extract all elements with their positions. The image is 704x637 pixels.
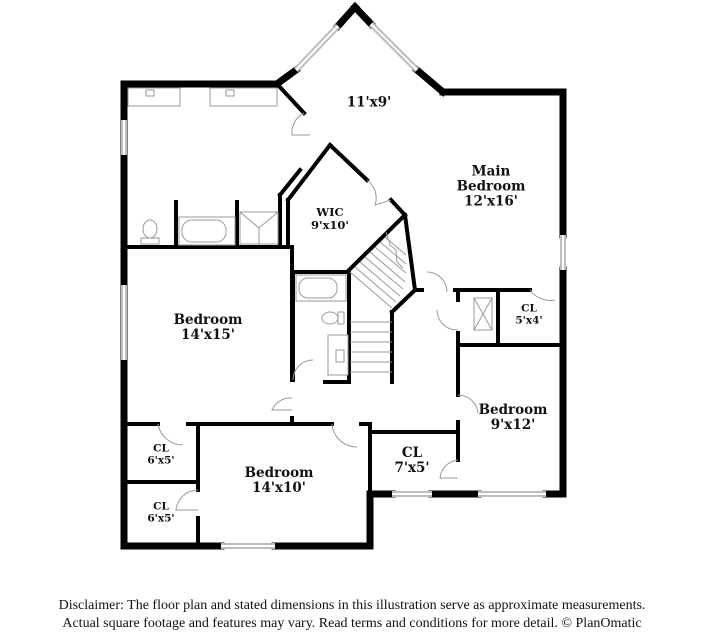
room-dimensions: 5'x4' [515, 314, 543, 326]
room-name: WIC [316, 205, 344, 220]
room-label-closet-lower: CL 6'x5' [147, 500, 175, 525]
room-label-bedroom-2: Bedroom 14'x15' [173, 311, 243, 343]
interior-walls [122, 81, 565, 548]
room-name: CL [401, 444, 423, 461]
room-dimensions: 14'x10' [252, 480, 306, 496]
room-name: Bedroom [244, 464, 314, 481]
staircase [349, 231, 407, 373]
room-name: Bedroom [173, 311, 243, 328]
windows [121, 21, 566, 549]
room-name: CL [521, 302, 537, 315]
room-name-line1: Main [471, 163, 511, 180]
room-dimensions: 11'x9' [346, 94, 392, 111]
room-name: CL [153, 442, 169, 455]
room-dimensions: 7'x5' [394, 460, 430, 476]
room-label-closet-main: CL 5'x4' [515, 302, 543, 327]
room-dimensions: 6'x5' [147, 512, 175, 524]
room-dimensions: 9'x10' [311, 218, 349, 232]
room-label-sitting: 11'x9' [347, 95, 392, 110]
room-dimensions: 12'x16' [464, 193, 518, 210]
room-dimensions: 14'x15' [181, 327, 235, 343]
room-label-closet-hall: CL 7'x5' [394, 444, 430, 476]
floor-plan-drawing [120, 2, 567, 550]
room-name-line2: Bedroom [456, 178, 526, 195]
room-label-bedroom-3: Bedroom 9'x12' [478, 401, 548, 433]
disclaimer: Disclaimer: The floor plan and stated di… [0, 597, 704, 633]
doors [157, 112, 556, 511]
disclaimer-line-2: Actual square footage and features may v… [62, 616, 642, 631]
room-dimensions: 6'x5' [147, 454, 175, 466]
room-name: Bedroom [478, 401, 548, 418]
room-label-closet-upper: CL 6'x5' [147, 442, 175, 467]
fixtures [127, 87, 493, 376]
room-name: CL [153, 500, 169, 513]
room-label-wic: WIC 9'x10' [311, 206, 349, 232]
room-label-main-bedroom: Main Bedroom 12'x16' [457, 164, 526, 209]
exterior-walls [120, 2, 567, 550]
room-label-bedroom-4: Bedroom 14'x10' [244, 464, 314, 496]
room-dimensions: 9'x12' [490, 417, 536, 433]
disclaimer-line-1: Disclaimer: The floor plan and stated di… [58, 598, 646, 613]
